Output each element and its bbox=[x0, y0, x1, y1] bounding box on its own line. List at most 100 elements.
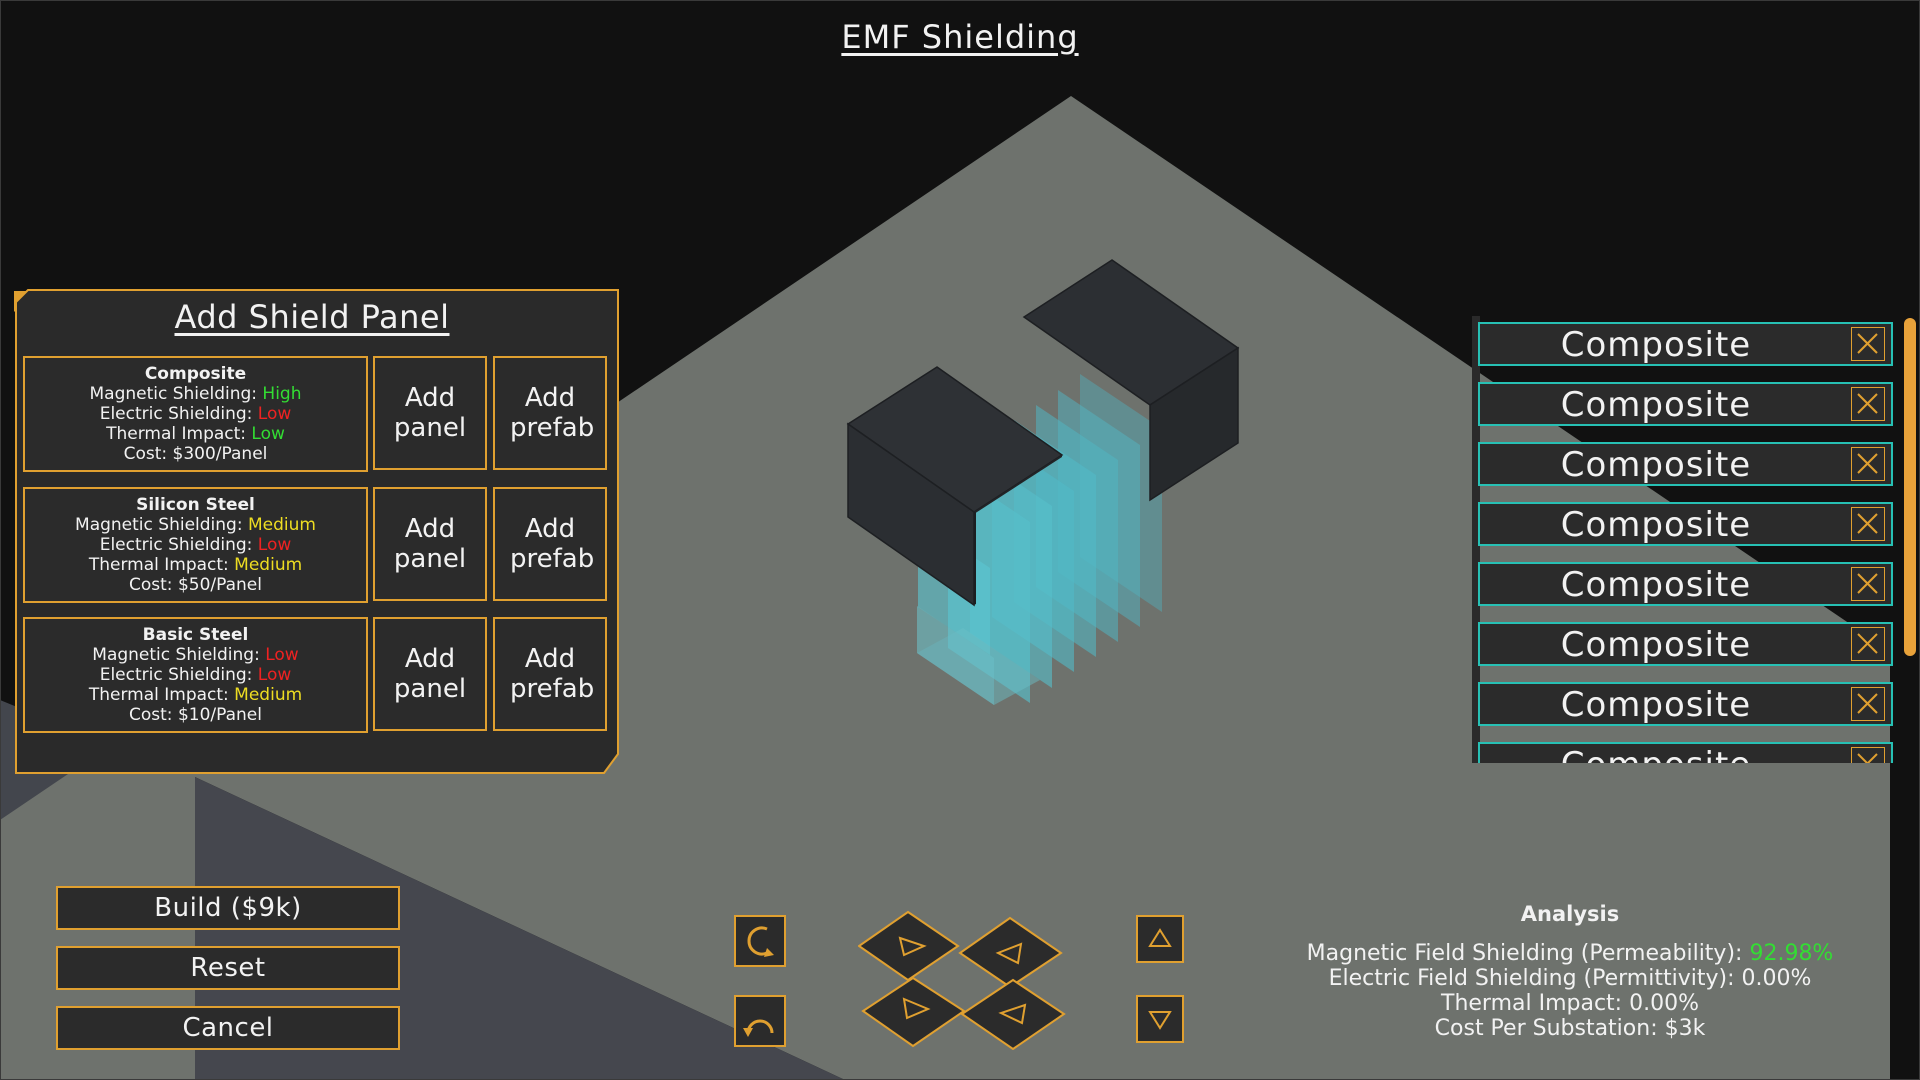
close-icon bbox=[1857, 573, 1878, 594]
placed-panel-label: Composite bbox=[1480, 745, 1832, 763]
close-icon bbox=[1857, 693, 1878, 714]
lower-button[interactable] bbox=[1136, 995, 1184, 1043]
close-icon bbox=[1857, 453, 1878, 474]
magnetic-field-panels bbox=[918, 374, 1162, 703]
material-name: Silicon Steel bbox=[136, 495, 255, 515]
placed-panel-label: Composite bbox=[1560, 565, 1752, 605]
rotate-ccw-icon bbox=[747, 926, 774, 957]
raise-icon bbox=[1148, 928, 1172, 947]
remove-panel-button[interactable] bbox=[1851, 567, 1885, 601]
build-button[interactable]: Build ($9k) bbox=[56, 886, 400, 930]
magnetic-label: Magnetic Shielding: bbox=[89, 384, 258, 404]
move-pad[interactable] bbox=[858, 910, 1070, 1050]
add-panel-heading: Add Shield Panel bbox=[174, 298, 450, 336]
magnetic-value: Low bbox=[265, 645, 299, 665]
material-card-silicon-steel: Silicon Steel Magnetic Shielding: Medium… bbox=[23, 487, 368, 603]
electric-field-line: Electric Field Shielding (Permittivity):… bbox=[1328, 966, 1812, 991]
move-arrow-icon bbox=[998, 1003, 1027, 1025]
magnetic-value: Medium bbox=[247, 515, 316, 535]
cancel-button[interactable]: Cancel bbox=[56, 1006, 400, 1050]
placed-panel-item[interactable]: Composite bbox=[1478, 622, 1893, 666]
electric-value: Low bbox=[257, 665, 292, 685]
magnetic-field-value: 92.98% bbox=[1749, 941, 1834, 966]
rotate-cw-button[interactable] bbox=[734, 995, 786, 1047]
thermal-impact-line: Thermal Impact: 0.00% bbox=[1441, 991, 1699, 1016]
move-arrow-icon bbox=[898, 936, 927, 957]
remove-panel-button[interactable] bbox=[1851, 447, 1885, 481]
electric-value: Low bbox=[257, 535, 292, 555]
add-prefab-button-silicon-steel[interactable]: Add prefab bbox=[493, 487, 607, 601]
page-title: EMF Shielding bbox=[841, 18, 1079, 56]
rotate-cw-icon bbox=[743, 1019, 774, 1037]
remove-panel-button[interactable] bbox=[1851, 327, 1885, 361]
analysis-heading: Analysis bbox=[1520, 902, 1620, 926]
remove-panel-button[interactable] bbox=[1851, 507, 1885, 541]
placed-panel-item[interactable]: Composite bbox=[1478, 562, 1893, 606]
electric-label: Electric Shielding: bbox=[99, 535, 253, 555]
shield-panel-dark-1 bbox=[1022, 259, 1240, 502]
close-icon bbox=[1857, 393, 1878, 414]
placed-panel-label: Composite bbox=[1560, 685, 1752, 725]
cost-per-substation-line: Cost Per Substation: $3k bbox=[1434, 1016, 1706, 1041]
placed-panel-item[interactable]: Composite bbox=[1478, 502, 1893, 546]
electric-value: Low bbox=[257, 404, 292, 424]
close-icon bbox=[1857, 513, 1878, 534]
cost-label: Cost: $10/Panel bbox=[129, 705, 262, 725]
remove-panel-button[interactable] bbox=[1851, 747, 1885, 763]
add-prefab-button-composite[interactable]: Add prefab bbox=[493, 356, 607, 470]
placed-panel-item[interactable]: Composite bbox=[1478, 742, 1893, 763]
move-down-left-button bbox=[861, 976, 966, 1048]
placed-panel-label: Composite bbox=[1560, 445, 1752, 485]
remove-panel-button[interactable] bbox=[1851, 687, 1885, 721]
close-icon bbox=[1857, 753, 1878, 763]
thermal-value: Medium bbox=[234, 685, 303, 705]
electric-label: Electric Shielding: bbox=[99, 404, 253, 424]
lower-icon bbox=[1148, 1011, 1172, 1030]
placed-panel-label: Composite bbox=[1560, 505, 1752, 545]
list-scrollbar[interactable] bbox=[1904, 318, 1916, 656]
magnetic-label: Magnetic Shielding: bbox=[75, 515, 243, 535]
reset-button[interactable]: Reset bbox=[56, 946, 400, 990]
placed-panel-label: Composite bbox=[1560, 325, 1752, 365]
remove-panel-button[interactable] bbox=[1851, 627, 1885, 661]
material-card-composite: Composite Magnetic Shielding: High Elect… bbox=[23, 356, 368, 472]
raise-button[interactable] bbox=[1136, 915, 1184, 963]
material-name: Composite bbox=[144, 364, 247, 384]
thermal-value: Medium bbox=[234, 555, 303, 575]
move-arrow-icon bbox=[995, 942, 1023, 965]
thermal-label: Thermal Impact: bbox=[88, 555, 229, 575]
add-prefab-button-basic-steel[interactable]: Add prefab bbox=[493, 617, 607, 731]
remove-panel-button[interactable] bbox=[1851, 387, 1885, 421]
floor-left-edge bbox=[195, 777, 845, 1080]
add-panel-button-silicon-steel[interactable]: Add panel bbox=[373, 487, 487, 601]
material-name: Basic Steel bbox=[142, 625, 249, 645]
magnetic-field-label: Magnetic Field Shielding (Permeability): bbox=[1306, 941, 1743, 966]
cost-label: Cost: $300/Panel bbox=[123, 444, 268, 464]
material-card-basic-steel: Basic Steel Magnetic Shielding: Low Elec… bbox=[23, 617, 368, 733]
add-shield-panel: Add Shield Panel Composite Magnetic Shie… bbox=[12, 288, 619, 775]
analysis-panel: Analysis Magnetic Field Shielding (Perme… bbox=[1240, 902, 1900, 1041]
placed-panel-item[interactable]: Composite bbox=[1478, 382, 1893, 426]
close-icon bbox=[1857, 633, 1878, 654]
rotate-ccw-button[interactable] bbox=[734, 915, 786, 967]
thermal-label: Thermal Impact: bbox=[88, 685, 229, 705]
move-down-right-button bbox=[960, 978, 1066, 1050]
move-arrow-icon bbox=[902, 997, 931, 1020]
move-up-right-button bbox=[958, 916, 1063, 989]
placed-panel-item[interactable]: Composite bbox=[1478, 442, 1893, 486]
placed-panel-item[interactable]: Composite bbox=[1478, 322, 1893, 366]
close-icon bbox=[1857, 333, 1878, 354]
list-frame-edge bbox=[1472, 316, 1480, 763]
thermal-value: Low bbox=[251, 424, 285, 444]
magnetic-value: High bbox=[262, 384, 302, 404]
shield-panel-dark-2 bbox=[846, 366, 1064, 607]
placed-panel-label: Composite bbox=[1560, 385, 1752, 425]
add-panel-button-composite[interactable]: Add panel bbox=[373, 356, 487, 470]
placed-panel-item[interactable]: Composite bbox=[1478, 682, 1893, 726]
magnetic-label: Magnetic Shielding: bbox=[92, 645, 260, 665]
add-panel-button-basic-steel[interactable]: Add panel bbox=[373, 617, 487, 731]
cost-label: Cost: $50/Panel bbox=[129, 575, 262, 595]
move-up-left-button bbox=[858, 910, 960, 982]
